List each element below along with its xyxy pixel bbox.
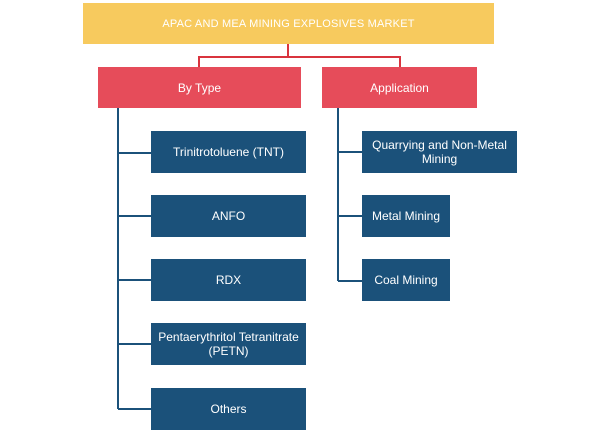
type-item-anfo: ANFO bbox=[151, 195, 306, 237]
category-by-type: By Type bbox=[98, 67, 301, 108]
type-item-tnt: Trinitrotoluene (TNT) bbox=[151, 131, 306, 173]
type-item-rdx: RDX bbox=[151, 259, 306, 301]
type-connector bbox=[117, 108, 151, 410]
application-item-metal-mining: Metal Mining bbox=[362, 195, 450, 237]
application-connector bbox=[337, 108, 362, 282]
type-item-petn: Pentaerythritol Tetranitrate (PETN) bbox=[151, 323, 306, 365]
application-item-coal-mining: Coal Mining bbox=[362, 259, 450, 301]
root-node: APAC AND MEA MINING EXPLOSIVES MARKET bbox=[83, 3, 494, 44]
application-item-quarrying: Quarrying and Non-Metal Mining bbox=[362, 131, 517, 173]
root-connector bbox=[198, 44, 401, 67]
type-item-others: Others bbox=[151, 388, 306, 430]
category-application: Application bbox=[322, 67, 477, 108]
